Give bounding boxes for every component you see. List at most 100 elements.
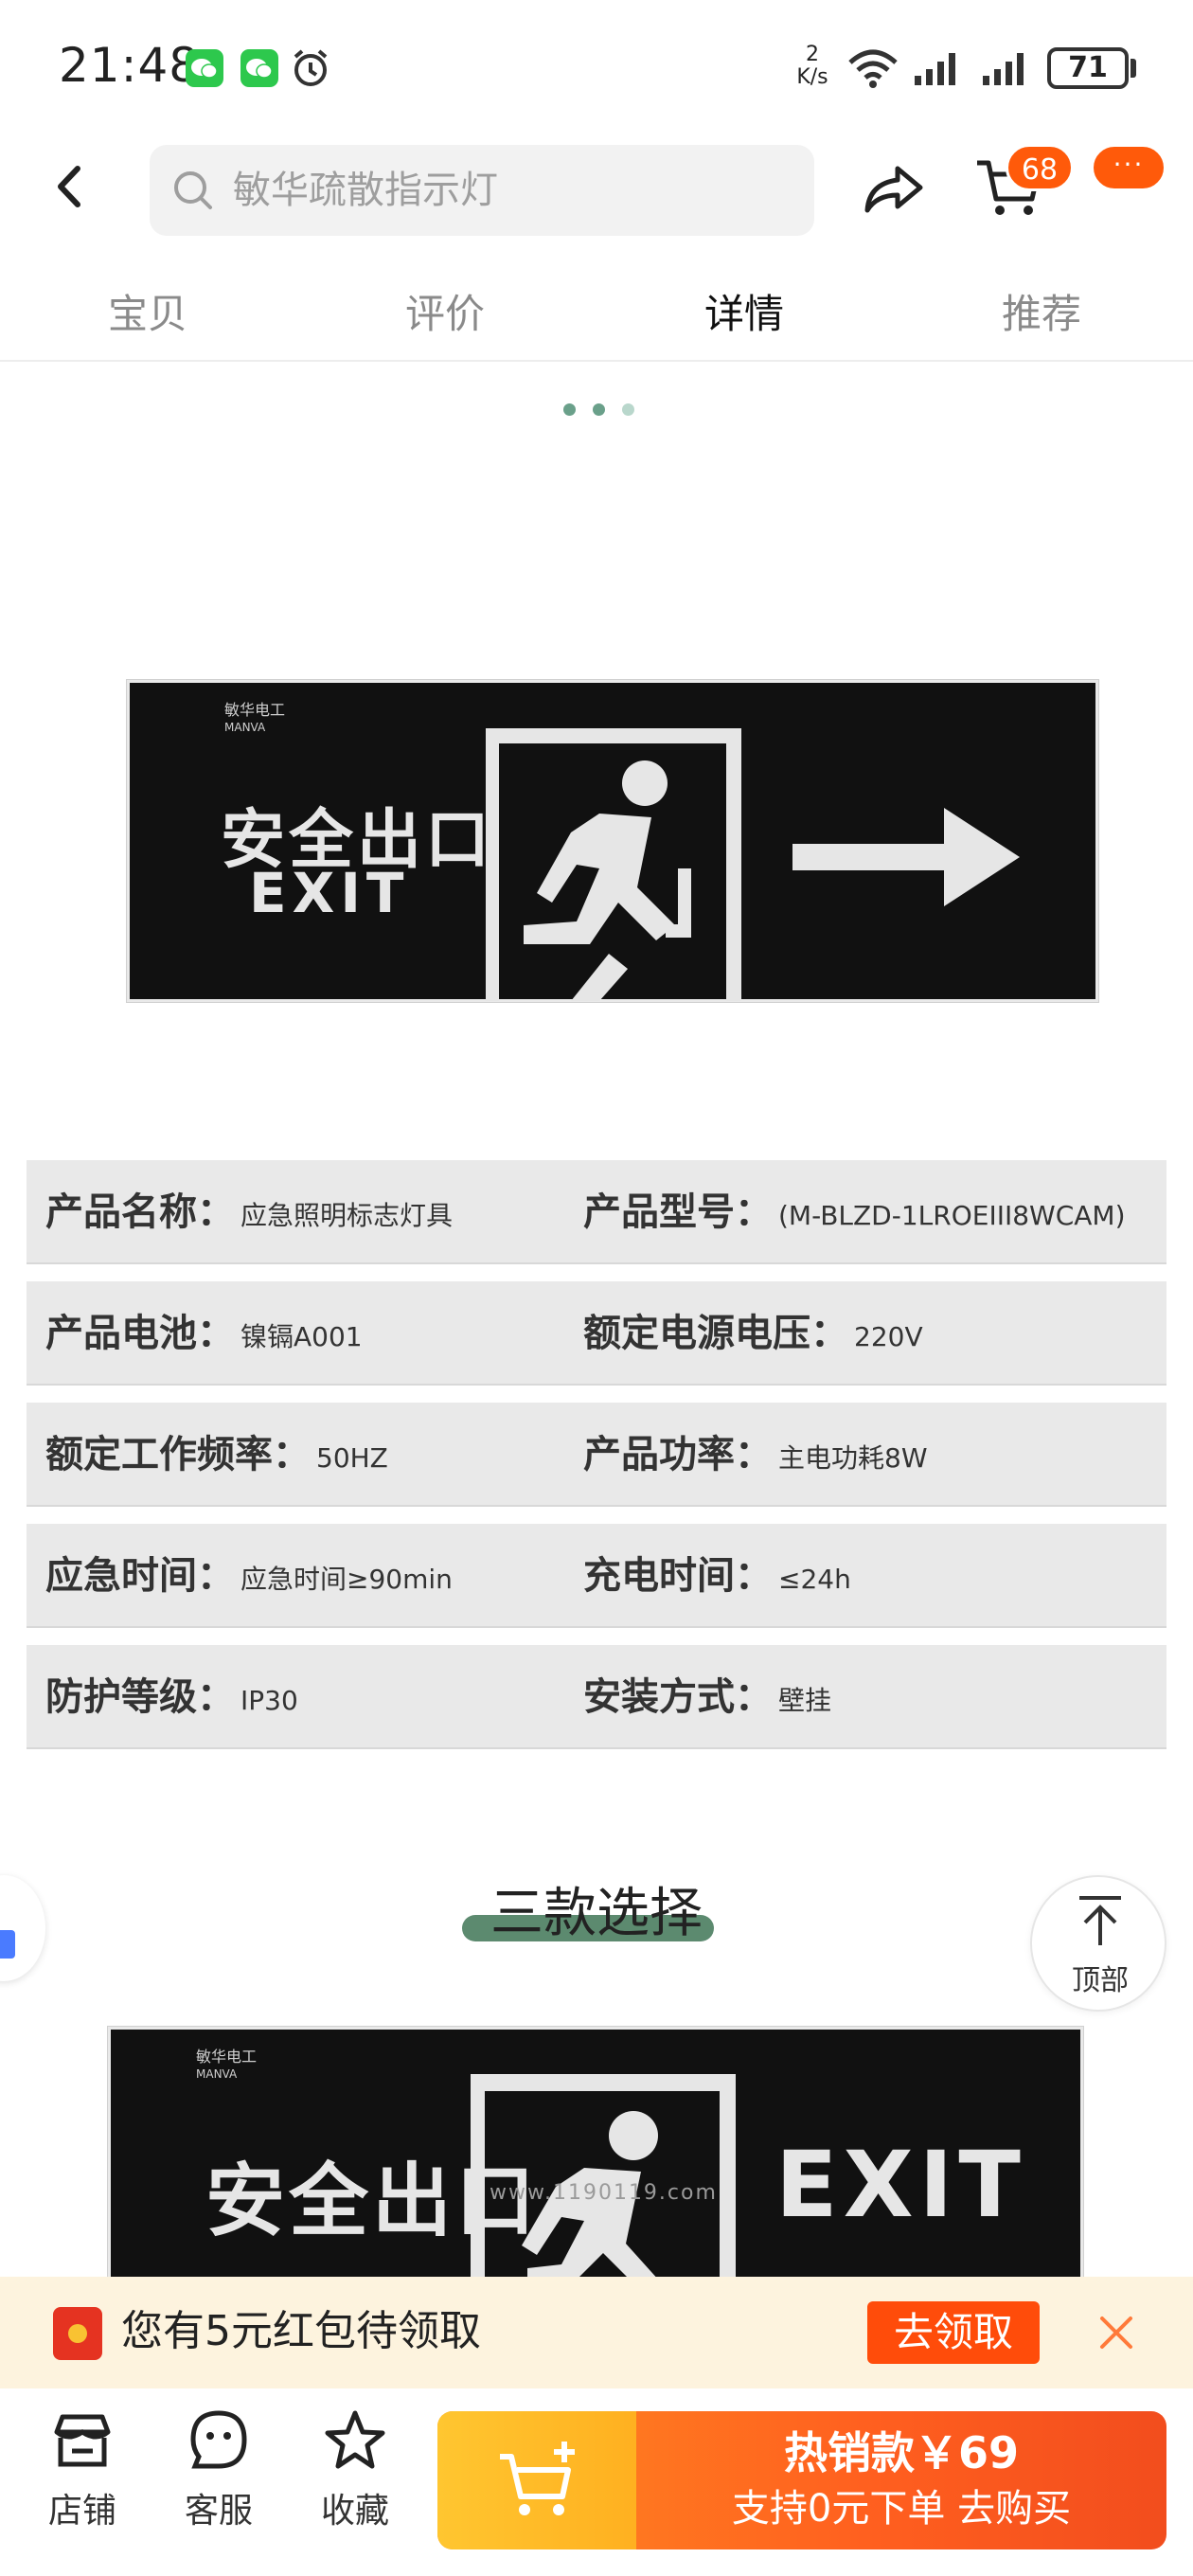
spec-label: 额定电源电压：	[583, 1312, 848, 1355]
watermark-text: www.1190119.com	[490, 2181, 718, 2205]
buy-price-text: 热销款￥69	[783, 2427, 1019, 2478]
spec-cell: 产品型号：(M-BLZD-1LROEIII8WCAM)	[583, 1160, 1126, 1264]
battery-icon: 71	[1047, 47, 1129, 89]
search-placeholder: 敏华疏散指示灯	[233, 169, 498, 212]
spec-value: 220V	[854, 1321, 923, 1352]
spec-cell: 额定电源电压：220V	[583, 1281, 923, 1386]
spec-value: 主电功耗8W	[778, 1442, 928, 1474]
red-packet-icon	[53, 2307, 102, 2360]
spec-label: 产品型号：	[583, 1190, 773, 1234]
exit-sign-image: 敏华电工 MANVA 安全出口 EXIT	[127, 680, 1098, 1002]
spec-row: 额定工作频率：50HZ 产品功率：主电功耗8W	[27, 1403, 1166, 1507]
nav-bar: 敏华疏散指示灯 68 ···	[0, 133, 1193, 248]
spec-label: 额定工作频率：	[45, 1433, 311, 1476]
add-to-cart-button[interactable]	[437, 2411, 636, 2549]
battery-tip	[1131, 59, 1136, 78]
signal-icon	[983, 53, 1024, 85]
back-to-top-button[interactable]: 顶部	[1030, 1875, 1166, 2012]
tab-bar: 宝贝 评价 详情 推荐	[0, 248, 1193, 362]
buy-button[interactable]: 热销款￥69 支持0元下单 去购买	[437, 2411, 1166, 2549]
spec-cell: 产品名称：应急照明标志灯具	[45, 1160, 453, 1264]
spec-row: 产品电池：镍镉A001 额定电源电压：220V	[27, 1281, 1166, 1386]
carousel-dot	[563, 403, 576, 416]
spec-cell: 充电时间：≤24h	[583, 1524, 851, 1628]
wechat-icon	[240, 49, 278, 87]
arrow-right-icon	[792, 808, 1020, 906]
close-icon[interactable]	[1095, 2311, 1138, 2354]
spec-label: 产品名称：	[45, 1190, 235, 1234]
section-title: 三款选择	[0, 1870, 1193, 1947]
section-title-text: 三款选择	[490, 1883, 703, 1944]
carousel-dot	[593, 403, 605, 416]
more-button[interactable]: ···	[1091, 144, 1166, 191]
carousel-dot	[622, 403, 634, 416]
back-button[interactable]	[38, 153, 104, 220]
exit-sign-image-2: 敏华电工 MANVA 安全出口 EXIT www.1190119.com	[108, 2027, 1083, 2281]
chat-face-icon	[190, 2410, 247, 2469]
network-speed: 2 K/s	[796, 43, 828, 89]
spec-value: IP30	[240, 1685, 298, 1716]
sign-text-en: EXIT	[775, 2132, 1026, 2238]
spec-value: 应急时间≥90min	[240, 1564, 453, 1595]
spec-label: 应急时间：	[45, 1554, 235, 1598]
spec-row: 应急时间：应急时间≥90min 充电时间：≤24h	[27, 1524, 1166, 1628]
buy-subtext: 支持0元下单 去购买	[731, 2487, 1072, 2531]
wechat-icon	[186, 49, 223, 87]
favorite-label: 收藏	[320, 2492, 389, 2531]
section-title-underline	[462, 1915, 714, 1941]
spec-value: 50HZ	[316, 1442, 388, 1474]
spec-value: ≤24h	[778, 1564, 851, 1595]
carousel-dots	[563, 402, 651, 416]
cart-count-badge: 68	[1006, 144, 1074, 191]
spec-cell: 产品功率：主电功耗8W	[583, 1403, 928, 1507]
spec-label: 产品电池：	[45, 1312, 235, 1355]
tab-item[interactable]: 宝贝	[107, 291, 187, 337]
tab-reviews[interactable]: 评价	[404, 291, 485, 337]
sign-text-en: EXIT	[249, 861, 410, 925]
store-icon	[54, 2414, 111, 2467]
spec-value: 壁挂	[778, 1685, 832, 1716]
store-label: 店铺	[47, 2492, 116, 2531]
spec-row: 防护等级：IP30 安装方式：壁挂	[27, 1645, 1166, 1749]
arrow-up-icon	[1079, 1896, 1121, 1945]
side-float-icon	[0, 1930, 15, 1959]
coupon-text: 您有5元红包待领取	[121, 2307, 481, 2355]
store-button[interactable]: 店铺	[30, 2407, 134, 2549]
back-to-top-label: 顶部	[1072, 1964, 1129, 1997]
status-bar: 21:48 2 K/s 71	[0, 0, 1193, 133]
tab-recommend[interactable]: 推荐	[1001, 291, 1081, 337]
product-image-carousel[interactable]: 敏华电工 MANVA 安全出口 EXIT	[0, 364, 1193, 1140]
spec-label: 防护等级：	[45, 1675, 235, 1719]
star-icon	[325, 2410, 385, 2469]
running-man-icon	[486, 728, 741, 1001]
spec-cell: 安装方式：壁挂	[583, 1645, 831, 1749]
search-icon	[174, 171, 212, 209]
signal-icon	[915, 53, 955, 85]
spec-cell: 应急时间：应急时间≥90min	[45, 1524, 453, 1628]
spec-cell: 额定工作频率：50HZ	[45, 1403, 388, 1507]
spec-label: 充电时间：	[583, 1554, 773, 1598]
share-button[interactable]	[860, 155, 928, 224]
spec-cell: 产品电池：镍镉A001	[45, 1281, 363, 1386]
spec-label: 安装方式：	[583, 1675, 773, 1719]
favorite-button[interactable]: 收藏	[303, 2407, 407, 2549]
sign-brand: 敏华电工 MANVA	[196, 2048, 258, 2082]
bottom-action-bar: 店铺 客服 收藏 热销款￥69 支持0元下单 去购买	[0, 2388, 1193, 2576]
spec-value: 镍镉A001	[240, 1321, 363, 1352]
cart-plus-icon	[500, 2442, 575, 2515]
sign-text-cn: 安全出口	[221, 803, 494, 878]
spec-label: 产品功率：	[583, 1433, 773, 1476]
tab-details[interactable]: 详情	[703, 291, 784, 337]
spec-cell: 防护等级：IP30	[45, 1645, 298, 1749]
search-input[interactable]: 敏华疏散指示灯	[150, 145, 814, 236]
customer-service-label: 客服	[184, 2492, 253, 2531]
status-time: 21:48	[59, 38, 201, 93]
running-man-icon	[471, 2074, 736, 2281]
wifi-icon	[848, 49, 898, 88]
spec-row: 产品名称：应急照明标志灯具 产品型号：(M-BLZD-1LROEIII8WCAM…	[27, 1160, 1166, 1264]
customer-service-button[interactable]: 客服	[167, 2407, 271, 2549]
claim-coupon-button[interactable]: 去领取	[867, 2301, 1040, 2364]
spec-value: (M-BLZD-1LROEIII8WCAM)	[778, 1200, 1126, 1231]
coupon-bar: 您有5元红包待领取 去领取	[0, 2277, 1193, 2388]
battery-level: 71	[1068, 51, 1108, 84]
